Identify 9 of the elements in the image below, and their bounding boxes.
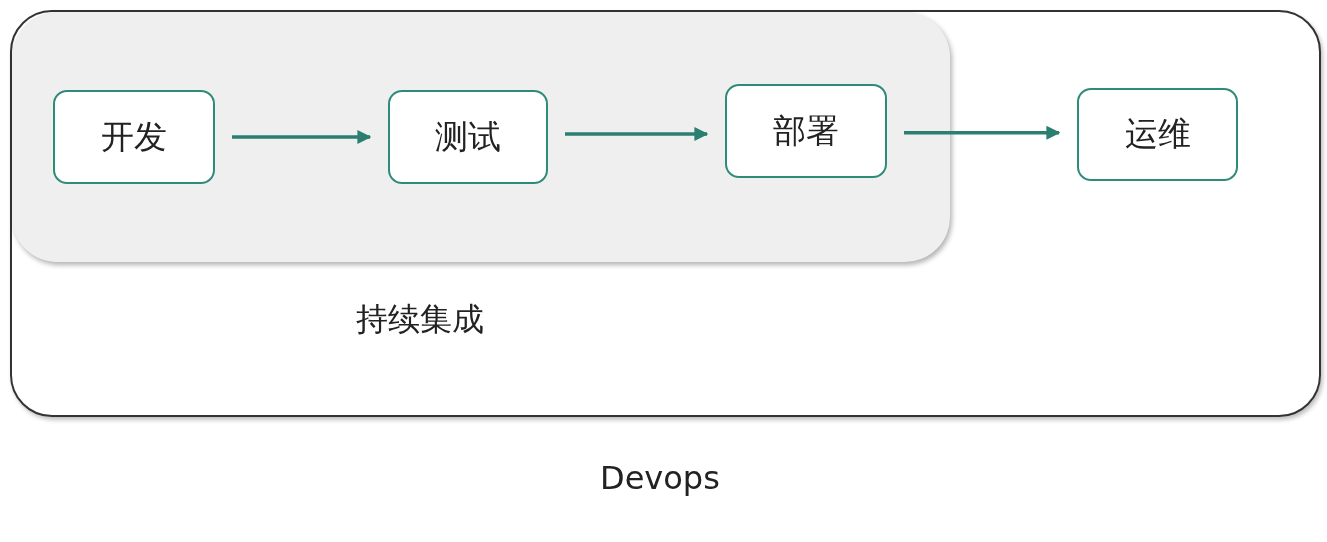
arrow [565, 127, 709, 141]
process-box: 部署 [725, 84, 887, 178]
group-label: 持续集成 [356, 299, 484, 340]
process-box: 开发 [53, 90, 215, 184]
process-box: 运维 [1077, 88, 1238, 181]
arrow [904, 125, 1061, 140]
arrow [232, 130, 372, 144]
panel-label: Devops [600, 459, 720, 497]
process-box: 测试 [388, 90, 548, 184]
